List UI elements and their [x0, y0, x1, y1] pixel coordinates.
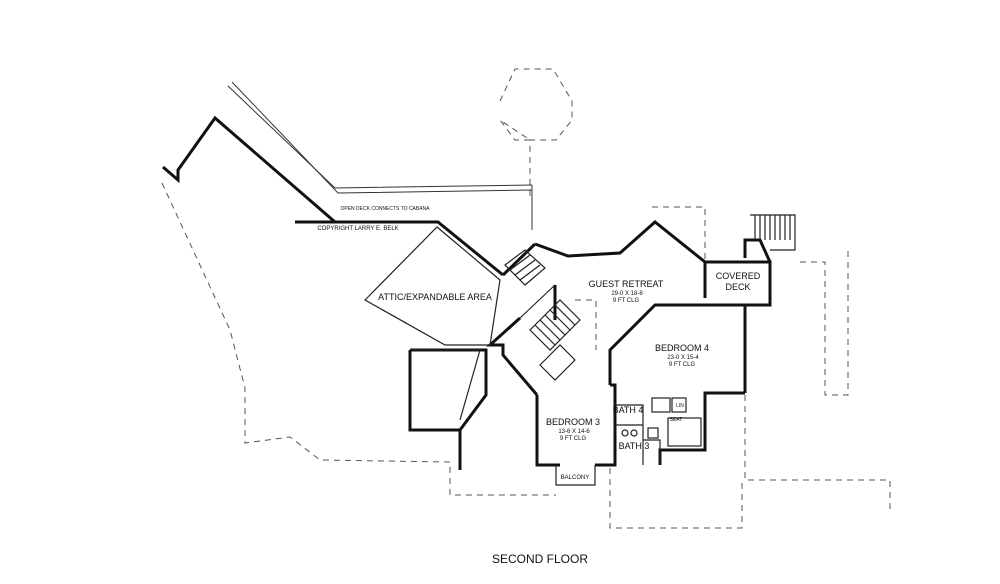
bedroom4-ceiling: 9 FT CLG	[669, 362, 696, 368]
open-deck-rail	[227, 81, 533, 230]
deck-note: OPEN DECK CONNECTS TO CABANA	[341, 206, 431, 212]
bedroom3-size: 13-6 X 14-6	[558, 429, 590, 435]
bath-fixtures	[615, 397, 702, 465]
bedroom3-ceiling: 9 FT CLG	[560, 436, 587, 442]
balcony-label: BALCONY	[561, 475, 590, 481]
bath3-label: BATH 3	[619, 441, 650, 451]
bedroom4-name: BEDROOM 4	[655, 343, 709, 353]
guest-retreat-name: GUEST RETREAT	[589, 279, 664, 289]
dashed-outline	[161, 68, 891, 529]
bedroom3-name: BEDROOM 3	[546, 417, 600, 427]
linen-label: LIN	[676, 403, 684, 409]
bedroom4-size: 23-0 X 15-4	[667, 355, 699, 361]
drawing-title: SECOND FLOOR	[492, 552, 588, 566]
copyright-note: COPYRIGHT LARRY E. BELK	[317, 226, 398, 232]
balcony-outline	[555, 465, 596, 486]
covered-deck-line2: DECK	[725, 282, 750, 292]
attic-outline	[364, 226, 501, 421]
guest-retreat-ceiling: 9 FT CLG	[613, 298, 640, 304]
exterior-stair	[750, 214, 796, 251]
bath4-label: BATH 4	[613, 405, 644, 415]
guest-retreat-size: 29-0 X 18-8	[611, 291, 643, 297]
main-stair	[504, 249, 581, 381]
covered-deck-line1: COVERED	[716, 271, 761, 281]
seat-label: SEAT	[670, 417, 683, 423]
attic-label: ATTIC/EXPANDABLE AREA	[378, 292, 492, 302]
